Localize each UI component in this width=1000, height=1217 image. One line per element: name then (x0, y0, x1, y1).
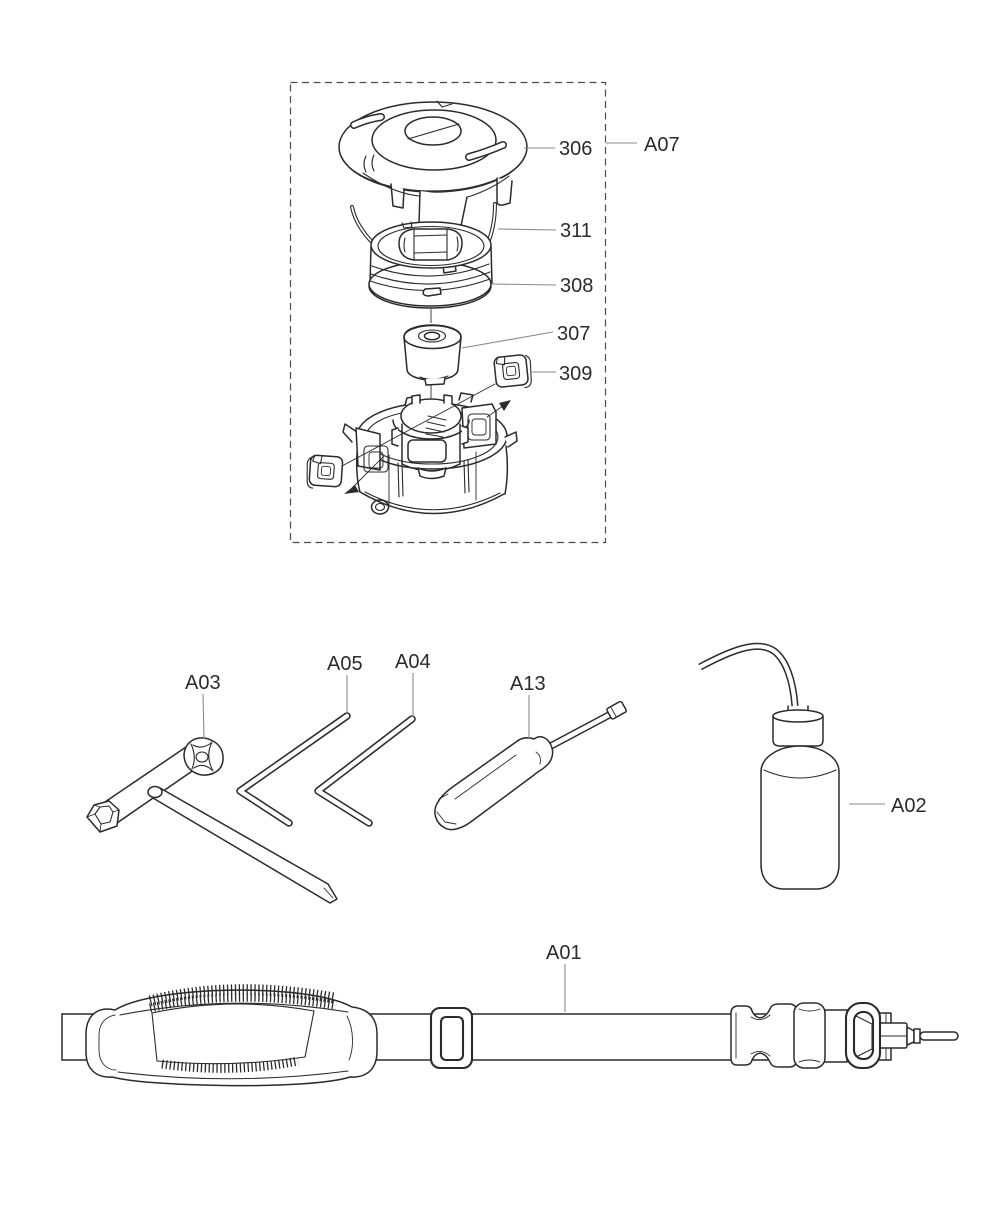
callout-a13-label: A13 (510, 673, 546, 695)
tool-a05-hex-key (236, 712, 351, 827)
part-308-spool (368, 221, 493, 309)
assembly-a07-boundary (289, 81, 607, 544)
callout-a02-label: A02 (891, 795, 927, 817)
part-309-eyelet (493, 354, 532, 389)
callout-306-label: 306 (559, 138, 592, 160)
callout-308-label: 308 (560, 275, 593, 297)
tool-a03-socket-wrench (86, 737, 338, 904)
strap-end-ring (844, 1001, 959, 1070)
assembly-housing (341, 383, 518, 515)
part-306-head-cover (338, 100, 528, 231)
tool-a13-screwdriver (434, 700, 627, 831)
callout-a07-label: A07 (644, 134, 680, 156)
part-307-bump-knob (403, 324, 462, 386)
strap-shoulder-pad (85, 984, 378, 1087)
tool-a04-hex-key (314, 715, 416, 827)
leader-lines (202, 142, 885, 1012)
callout-a04-label: A04 (395, 651, 431, 673)
callout-a01-label: A01 (546, 942, 582, 964)
tool-a02-oil-bottle (698, 642, 840, 890)
callout-307-label: 307 (557, 323, 590, 345)
strap-slider-buckle (429, 1006, 474, 1070)
callout-309-label: 309 (559, 363, 592, 385)
strap-quick-release-buckle (730, 1002, 848, 1069)
callout-311-label: 311 (560, 220, 592, 242)
callout-a05-label: A05 (327, 653, 363, 675)
strap-a01 (61, 984, 959, 1087)
part-eyelet-left (306, 454, 344, 489)
callout-a03-label: A03 (185, 672, 221, 694)
callout-labels: 306 A07 311 308 307 309 A03 A05 A04 A13 … (185, 134, 927, 964)
